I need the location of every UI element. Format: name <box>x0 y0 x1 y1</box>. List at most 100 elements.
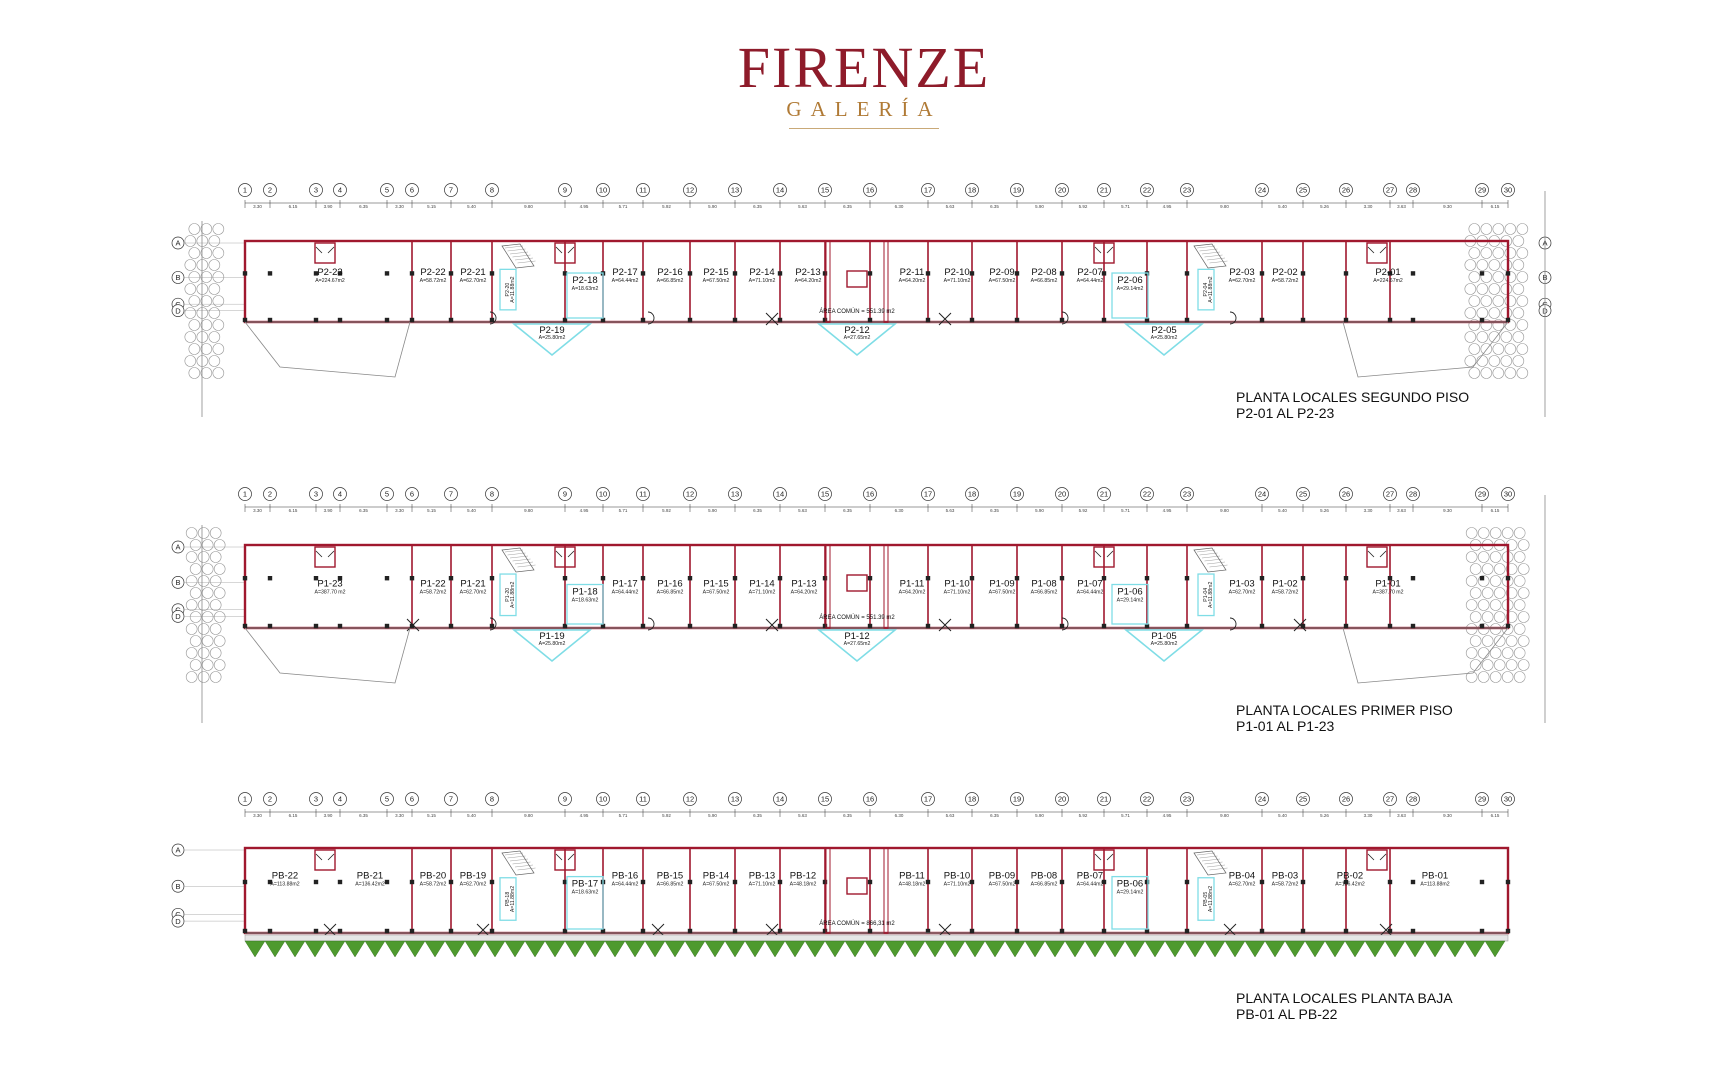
column <box>1505 271 1511 276</box>
stair-tread <box>512 861 531 865</box>
column <box>732 879 738 885</box>
double-door <box>1223 923 1237 937</box>
tree-symbol <box>184 235 197 247</box>
lawn-triangle <box>624 940 646 958</box>
tree-symbol <box>1500 355 1513 367</box>
kiosk-label: P2-19 <box>539 325 564 336</box>
unit-label: PB-11 <box>899 871 925 882</box>
tree-symbol <box>188 343 201 355</box>
row-axis-label: A <box>175 239 180 248</box>
row-axis-label: A <box>175 846 180 855</box>
row-axis-label: D <box>175 917 181 926</box>
lawn-triangle <box>944 940 966 958</box>
terrace-left <box>244 627 411 684</box>
column <box>600 623 606 629</box>
tree-symbol <box>1513 575 1526 587</box>
tree-symbol <box>208 331 221 343</box>
grid-axis-label: 8 <box>490 795 494 804</box>
dimension-value: 4.95 <box>1163 204 1172 209</box>
tree-symbol <box>200 343 213 355</box>
grid-axis-bubble <box>921 487 935 501</box>
restroom-core <box>314 849 336 871</box>
row-axis-label: B <box>175 882 180 891</box>
tree-symbol <box>197 527 210 539</box>
stair-tread <box>1196 549 1216 553</box>
unit-area: A=64.44m2 <box>612 590 639 596</box>
double-door <box>1379 923 1393 937</box>
kiosk-area: A=27.65m2 <box>844 641 871 647</box>
narrow-kiosk-outline <box>1197 573 1215 617</box>
unit-label: P1-02 <box>1272 579 1297 590</box>
grid-axis-bubble <box>380 487 394 501</box>
unit-label: P2-10 <box>944 267 969 278</box>
grid-axis-label: 17 <box>924 490 932 499</box>
double-door <box>765 923 779 937</box>
dimension-value: 9.80 <box>1220 204 1229 209</box>
kiosk-outline <box>511 629 593 663</box>
dimension-value: 3.30 <box>395 813 404 818</box>
lawn-triangle <box>264 940 286 958</box>
column <box>337 879 343 885</box>
column <box>867 879 873 885</box>
tree-symbol <box>197 671 210 683</box>
tree-symbol <box>1492 367 1505 379</box>
grid-axis-label: 21 <box>1100 186 1108 195</box>
grid-axis-bubble <box>1383 183 1397 197</box>
stair-tread <box>507 855 526 859</box>
lawn-triangle <box>1184 940 1206 958</box>
small-unit-area: A=29.14m2 <box>1117 598 1144 604</box>
plan-range: PB-01 AL PB-22 <box>1236 1006 1338 1022</box>
unit-area: A=64.44m2 <box>1077 882 1104 888</box>
column <box>267 271 273 276</box>
column <box>1101 576 1107 581</box>
tree-symbol <box>212 367 225 379</box>
restroom-fixture <box>1094 853 1114 861</box>
terrace-right <box>1342 321 1509 378</box>
lawn-triangle <box>644 940 666 958</box>
grid-axis-label: 24 <box>1258 186 1266 195</box>
narrow-kiosk-outline <box>499 268 517 311</box>
unit-label: P1-10 <box>944 579 969 590</box>
dimension-value: 3.30 <box>253 813 262 818</box>
column <box>448 879 454 885</box>
column <box>337 928 343 934</box>
column <box>1479 271 1485 276</box>
tree-symbol <box>1504 343 1517 355</box>
grid-axis-bubble <box>863 183 877 197</box>
tree-symbol <box>1468 319 1481 331</box>
column <box>969 879 975 885</box>
unit-area: A=62.70m2 <box>1229 882 1256 888</box>
dimension-value: 5.40 <box>1278 813 1287 818</box>
narrow-kiosk-label: P2-20 <box>505 283 511 297</box>
tree-symbol <box>1489 671 1502 683</box>
tree-symbol <box>201 563 214 575</box>
tree-symbol <box>1476 307 1489 319</box>
narrow-kiosk-outline <box>499 877 517 921</box>
stair-tread <box>504 245 524 249</box>
grid-axis-label: 12 <box>686 795 694 804</box>
column <box>313 928 319 934</box>
grid-axis-bubble <box>1010 487 1024 501</box>
stair-tread <box>1206 257 1226 261</box>
kiosk-label: P1-12 <box>844 631 869 642</box>
column <box>687 576 693 581</box>
grid-axis-bubble <box>818 792 832 806</box>
grid-axis-label: 6 <box>410 186 414 195</box>
grid-axis-label: 24 <box>1258 795 1266 804</box>
small-unit-label: PB-17 <box>572 879 598 890</box>
column <box>1259 271 1265 276</box>
column <box>1479 317 1485 323</box>
stair-tread <box>1206 561 1226 565</box>
column <box>777 623 783 629</box>
restroom-fixture <box>555 853 575 861</box>
tree-symbol <box>1476 355 1489 367</box>
tree-symbol <box>208 283 221 295</box>
narrow-kiosk-area: A=11.88m2 <box>510 276 516 302</box>
row-axis-label: C <box>175 910 181 919</box>
tree-symbol <box>208 307 221 319</box>
dimension-value: 5.40 <box>1278 204 1287 209</box>
grid-axis-label: 20 <box>1058 490 1066 499</box>
grid-axis-bubble <box>309 792 323 806</box>
tree-symbol <box>208 235 221 247</box>
narrow-kiosk-outline <box>499 573 517 617</box>
